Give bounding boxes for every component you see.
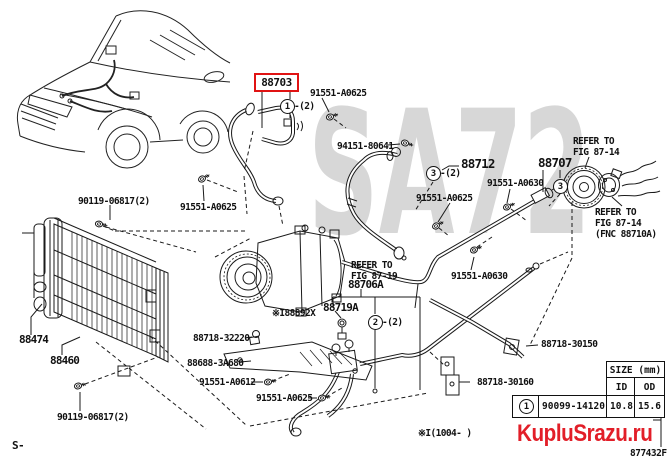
callout-1: 1 [280,99,295,114]
watermark-text: SA72 [308,73,591,274]
part-label-88718-32220: 88718-32220 [193,333,250,344]
part-label-88712: 88712 [461,156,495,171]
part-label-88892x: ※I88892X [272,308,316,319]
part-label-88718-30150: 88718-30150 [541,339,598,350]
callout-1-qty: -(2) [294,101,315,112]
hose-88712-drawing [345,138,446,261]
refer-note-fig87-14-fnc: REFER TO FIG 87-14 (FNC 88710A) [595,207,657,240]
pipe-88706a-drawing [288,262,540,437]
part-label-91551-a0630-a: 91551-A0630 [487,178,544,189]
size-table-od-value: 15.6 [634,395,665,418]
part-label-88706a: 88706A [348,278,384,291]
condenser-drawing [22,217,169,391]
size-table-part-no: 90099-14120 [538,395,609,418]
hose-88703-drawing [228,102,340,206]
dashed-lines [84,118,573,430]
part-label-91551-a0625-top: 91551-A0625 [310,88,367,99]
refer-note-fig87-19: REFER TO FIG 87-19 [351,260,398,282]
part-label-88460: 88460 [50,354,80,367]
part-label-90119-lower: 90119-06817(2) [57,412,129,423]
size-table-id-value: 10.8 [606,395,637,418]
part-label-88688-3a680: 88688-3A680 [187,358,244,369]
callout-3a: 3 [426,166,441,181]
compressor-drawing [219,224,346,317]
production-note: ※I(1004- ) [418,428,472,439]
callout-2-qty: -(2) [382,317,403,328]
part-label-88719a: 88719A [323,301,359,314]
size-table-od-header: OD [634,377,665,398]
part-label-91551-a0625-left: 91551-A0625 [180,202,237,213]
size-table-callout-1: 1 [519,399,534,414]
part-label-90119-upper: 90119-06817(2) [78,196,150,207]
part-label-88474: 88474 [19,333,49,346]
part-label-88703: 88703 [261,76,292,89]
part-label-88718-30160: 88718-30160 [477,377,534,388]
part-label-91551-a0625-lower: 91551-A0625 [256,393,313,404]
page-mark: S- [12,439,25,452]
callout-2: 2 [368,315,383,330]
highlighted-part-box: 88703 [254,73,299,92]
size-table-row-ref-cell: 1 [512,395,541,418]
part-label-91551-a0612: 91551-A0612 [199,377,256,388]
part-label-91551-a0625-mid: 91551-A0625 [416,193,473,204]
part-label-91551-a0630-b: 91551-A0630 [451,271,508,282]
part-label-88707: 88707 [538,155,572,170]
refer-note-fig87-14: REFER TO FIG 87-14 [573,136,620,158]
leader-lines [30,91,662,447]
car-sketch [16,10,231,169]
bracket-clamp-drawings [223,330,520,396]
site-logo: KupluSrazu.ru [517,420,653,447]
part-label-94151-80641: 94151-80641 [337,141,394,152]
callout-3a-qty: -(2) [440,168,461,179]
drawing-code: 877432F [630,448,667,459]
callout-3b: 3 [553,179,568,194]
